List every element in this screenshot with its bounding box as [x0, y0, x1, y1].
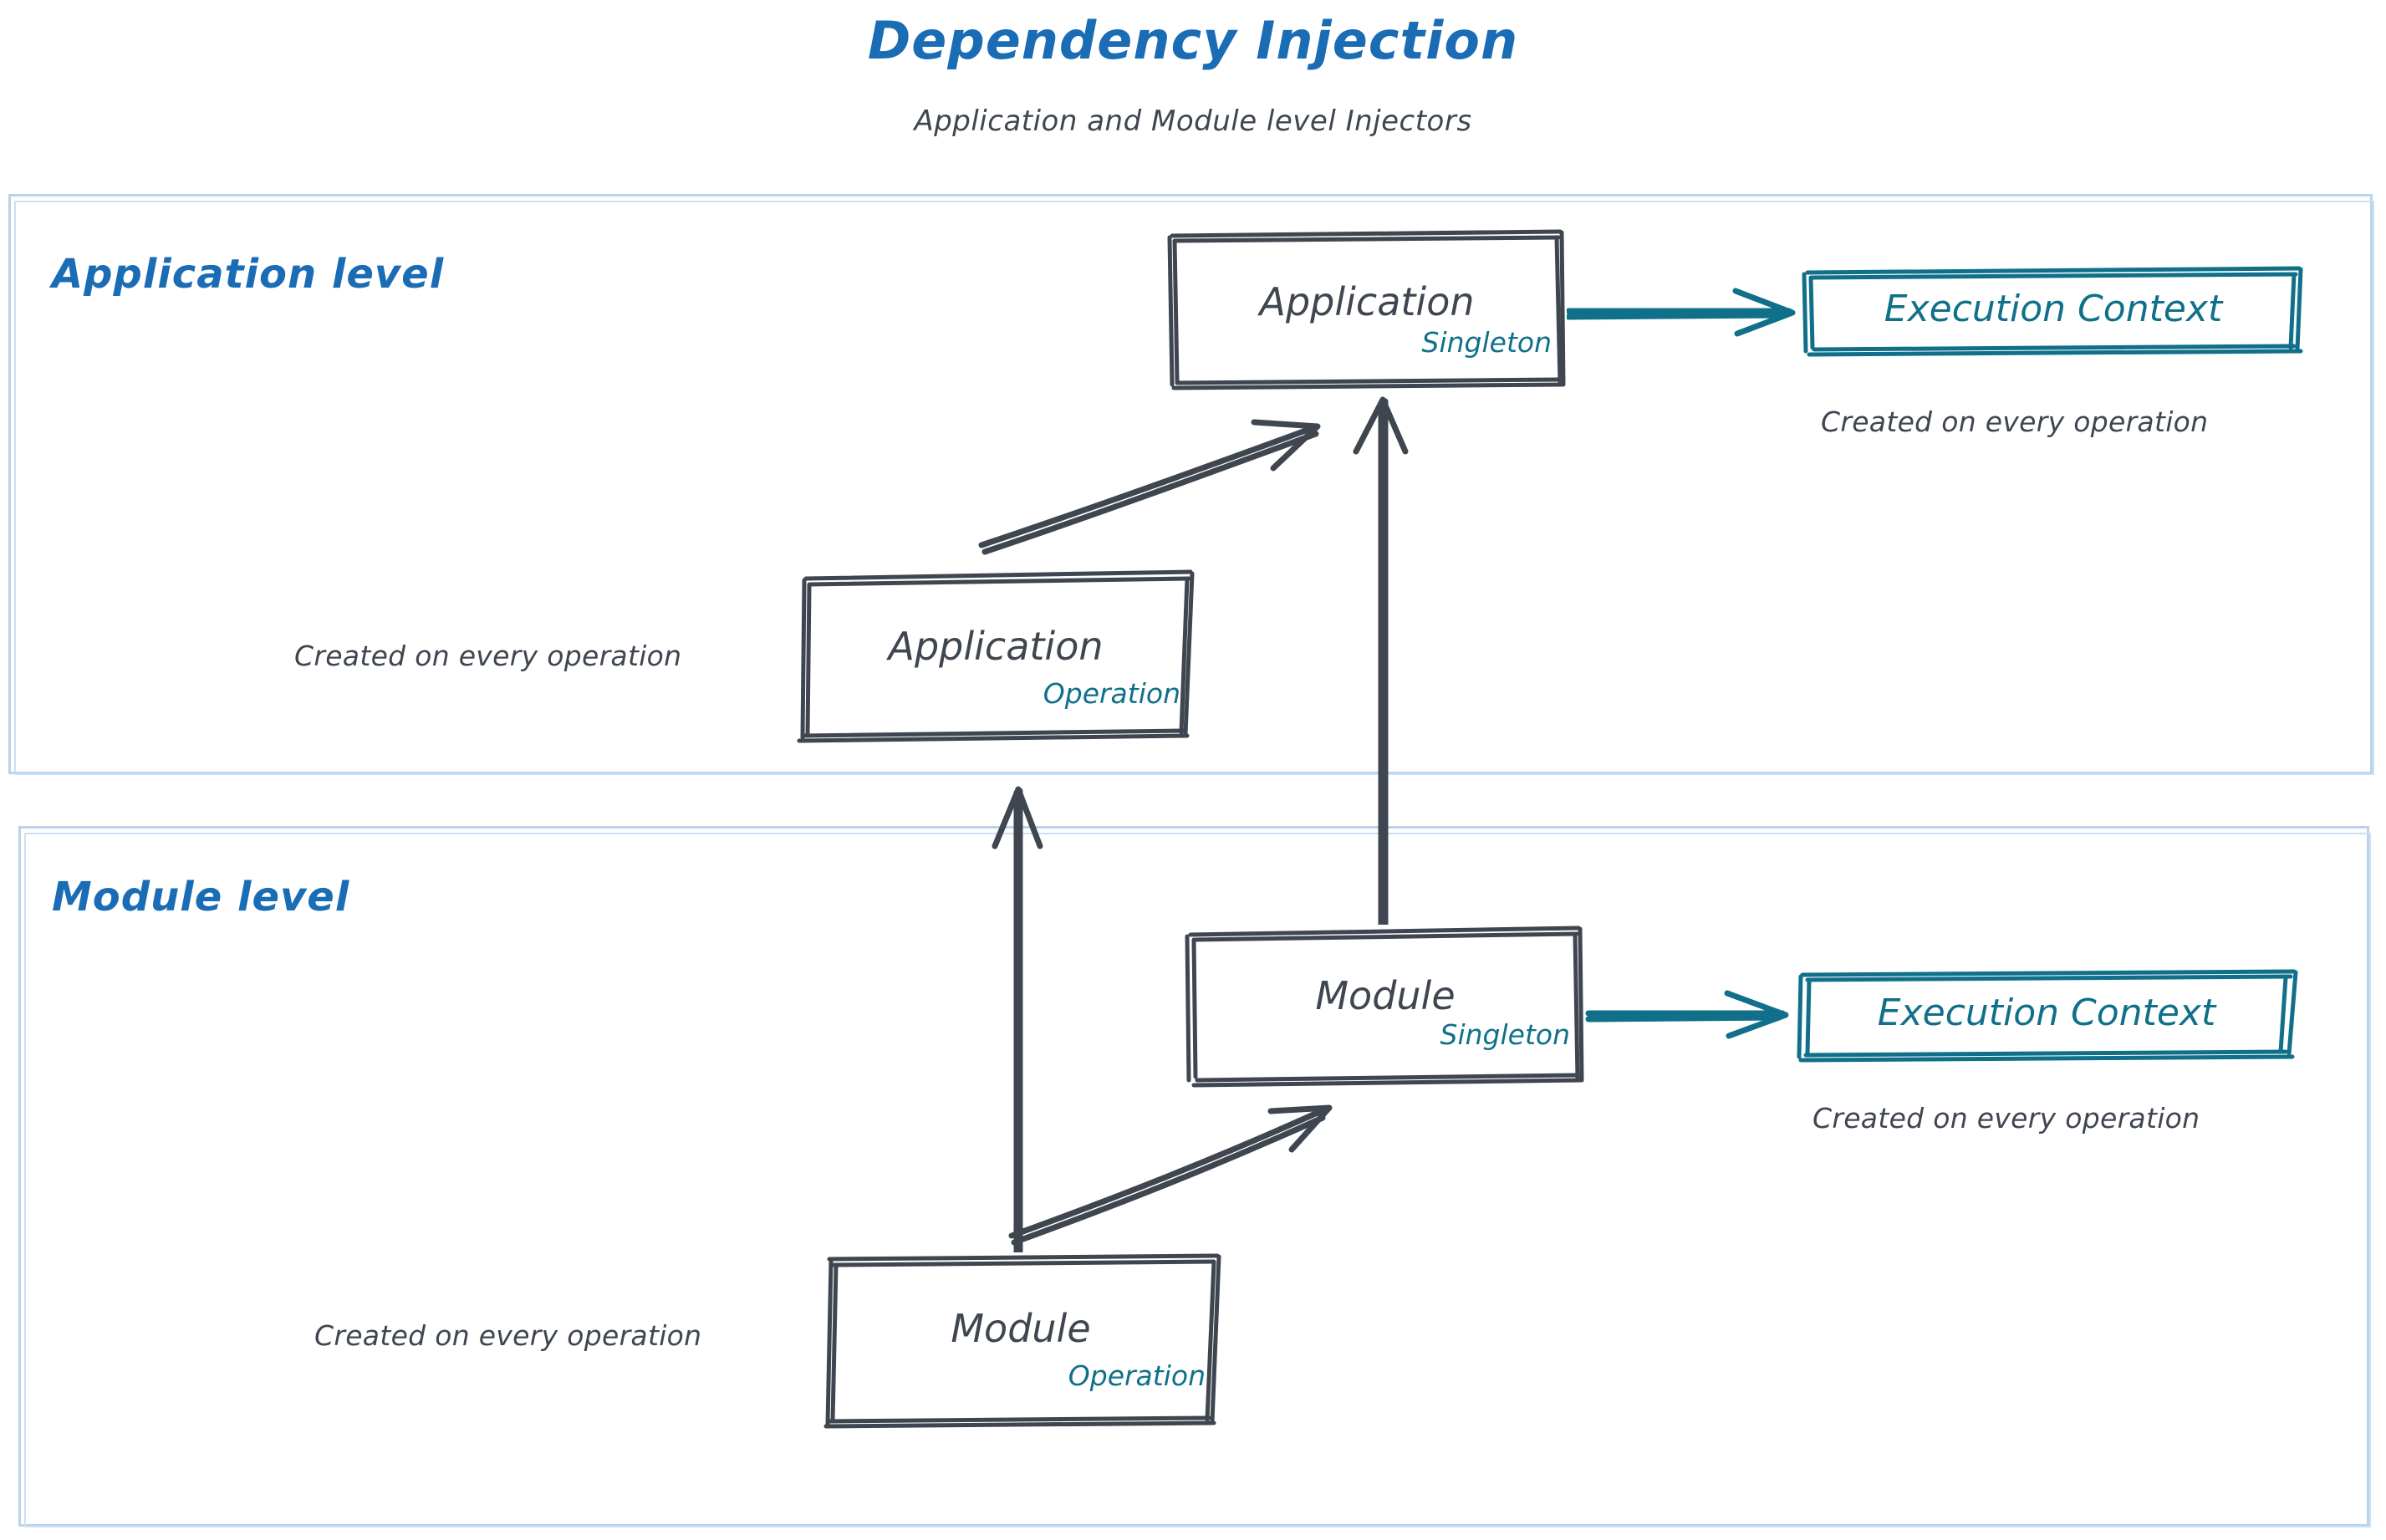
caption-execution-context-module: Created on every operation: [1812, 1102, 2200, 1135]
node-label: Application: [1259, 279, 1475, 324]
page-subtitle: Application and Module level Injectors: [914, 105, 1472, 138]
sketch-border: [1802, 266, 2303, 357]
node-scope-label: Operation: [1068, 1359, 1206, 1392]
module-level-label: Module level: [52, 874, 350, 920]
sketch-border: [1797, 969, 2298, 1063]
node-application-operation[interactable]: Application Operation: [796, 569, 1196, 743]
page-title: Dependency Injection: [867, 10, 1519, 71]
caption-module-operation: Created on every operation: [314, 1319, 702, 1352]
node-scope-label: Operation: [1043, 677, 1180, 710]
node-label: Execution Context: [1877, 992, 2216, 1034]
caption-application-operation: Created on every operation: [294, 640, 682, 672]
sketch-border: [1167, 229, 1566, 390]
node-module-operation[interactable]: Module Operation: [821, 1252, 1221, 1430]
node-execution-context-application[interactable]: Execution Context: [1802, 266, 2304, 357]
node-execution-context-module[interactable]: Execution Context: [1796, 969, 2298, 1063]
node-application-singleton[interactable]: Application Singleton: [1167, 227, 1567, 390]
node-scope-label: Singleton: [1440, 1018, 1571, 1051]
node-scope-label: Singleton: [1421, 326, 1552, 359]
node-label: Execution Context: [1884, 288, 2223, 330]
sketch-border: [797, 569, 1195, 743]
node-label: Module: [951, 1306, 1091, 1351]
node-label: Application: [888, 624, 1104, 669]
sketch-border: [823, 1253, 1221, 1429]
node-module-singleton[interactable]: Module Singleton: [1185, 925, 1585, 1088]
sketch-border: [1185, 926, 1584, 1088]
application-level-label: Application level: [52, 251, 445, 298]
caption-execution-context-application: Created on every operation: [1821, 405, 2209, 438]
node-label: Module: [1315, 973, 1456, 1018]
